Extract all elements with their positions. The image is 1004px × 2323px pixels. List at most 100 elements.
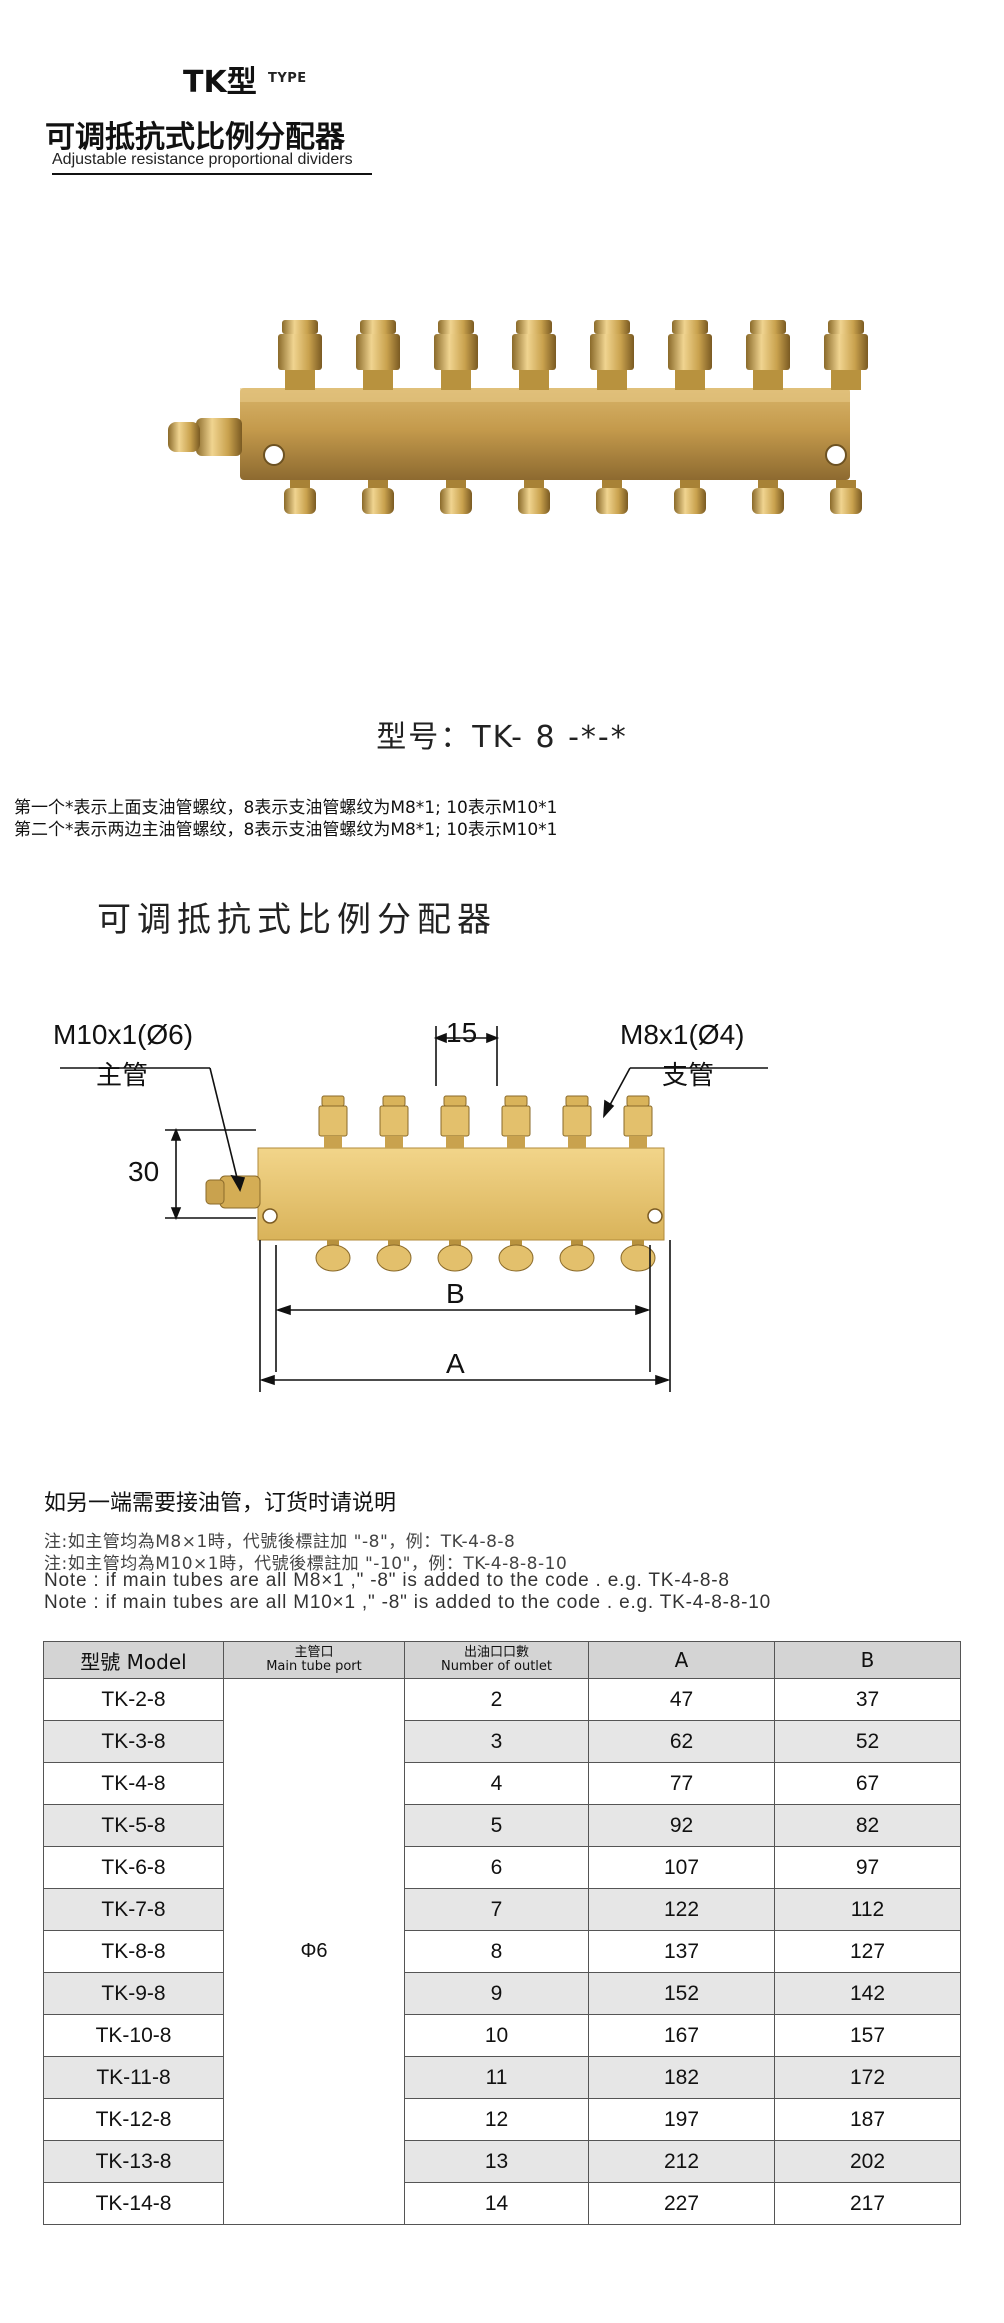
cell-outlets: 3 xyxy=(404,1720,589,1763)
cell-outlets: 14 xyxy=(404,2182,589,2225)
branch-thread-label: M8x1(Ø4) xyxy=(620,1019,745,1050)
cell-b: 97 xyxy=(774,1846,961,1889)
subtitle-underline xyxy=(52,173,372,175)
adjust-screw xyxy=(284,480,316,514)
branch-pipe-label: 支管 xyxy=(662,1061,715,1091)
cell-model: TK-14-8 xyxy=(43,2182,224,2225)
cell-main-port: Φ6 xyxy=(223,1678,405,2225)
adjust-screw xyxy=(830,480,862,514)
cell-outlets: 6 xyxy=(404,1846,589,1889)
col-header-model: 型號 Model xyxy=(43,1641,224,1679)
cell-outlets: 12 xyxy=(404,2098,589,2141)
cell-outlets: 5 xyxy=(404,1804,589,1847)
cell-model: TK-13-8 xyxy=(43,2140,224,2183)
drawing-fitting xyxy=(440,1095,470,1148)
cell-b: 187 xyxy=(774,2098,961,2141)
code-note-zh-2: 注:如主管均為M10×1時，代號後標註加 "-10"，例：TK-4-8-8-10 xyxy=(44,1554,568,1574)
dimension-a: A xyxy=(446,1348,465,1379)
cell-model: TK-5-8 xyxy=(43,1804,224,1847)
model-code: 型号：TK- 8 -*-* xyxy=(376,720,628,755)
drawing-fitting xyxy=(501,1095,531,1148)
drawing-title: 可调抵抗式比例分配器 xyxy=(97,900,497,940)
code-note-en-2: Note : if main tubes are all M10×1 ," -8… xyxy=(44,1592,771,1613)
product-subtitle: Adjustable resistance proportional divid… xyxy=(52,151,353,168)
adjust-screw xyxy=(674,480,706,514)
drawing-screw xyxy=(437,1240,473,1272)
code-note-zh-1: 注:如主管均為M8×1時，代號後標註加 "-8"，例：TK-4-8-8 xyxy=(44,1532,516,1552)
cell-b: 172 xyxy=(774,2056,961,2099)
cell-outlets: 7 xyxy=(404,1888,589,1931)
cell-outlets: 2 xyxy=(404,1678,589,1721)
cell-outlets: 13 xyxy=(404,2140,589,2183)
cell-model: TK-4-8 xyxy=(43,1762,224,1805)
main-pipe-label: 主管 xyxy=(96,1061,149,1091)
cell-b: 217 xyxy=(774,2182,961,2225)
cell-model: TK-9-8 xyxy=(43,1972,224,2015)
cell-b: 82 xyxy=(774,1804,961,1847)
drawing-screw xyxy=(620,1240,656,1272)
drawing-screw xyxy=(559,1240,595,1272)
fitting xyxy=(746,320,790,390)
cell-a: 62 xyxy=(588,1720,775,1763)
cell-model: TK-6-8 xyxy=(43,1846,224,1889)
fitting xyxy=(356,320,400,390)
fitting xyxy=(278,320,322,390)
adjust-screw xyxy=(596,480,628,514)
cell-model: TK-7-8 xyxy=(43,1888,224,1931)
type-word: TYPE xyxy=(268,71,307,86)
col-header-b: B xyxy=(774,1641,961,1679)
dimension-b: B xyxy=(446,1278,465,1309)
cell-a: 167 xyxy=(588,2014,775,2057)
note-line-2: 第二个*表示两边主油管螺纹，8表示支油管螺纹为M8*1; 10表示M10*1 xyxy=(14,820,558,840)
cell-outlets: 9 xyxy=(404,1972,589,2015)
fitting xyxy=(668,320,712,390)
cell-a: 197 xyxy=(588,2098,775,2141)
col-header-a: A xyxy=(588,1641,775,1679)
adjust-screw xyxy=(440,480,472,514)
main-thread-label: M10x1(Ø6) xyxy=(53,1019,194,1050)
code-note-en-1: Note : if main tubes are all M8×1 ," -8"… xyxy=(44,1570,730,1591)
cell-a: 107 xyxy=(588,1846,775,1889)
fitting xyxy=(824,320,868,390)
cell-b: 37 xyxy=(774,1678,961,1721)
note-line-1: 第一个*表示上面支油管螺纹，8表示支油管螺纹为M8*1; 10表示M10*1 xyxy=(14,798,558,818)
cell-b: 52 xyxy=(774,1720,961,1763)
cell-outlets: 11 xyxy=(404,2056,589,2099)
cell-a: 212 xyxy=(588,2140,775,2183)
cell-b: 142 xyxy=(774,1972,961,2015)
height-dimension: 30 xyxy=(128,1156,160,1187)
cell-b: 67 xyxy=(774,1762,961,1805)
cell-a: 92 xyxy=(588,1804,775,1847)
adjust-screw xyxy=(752,480,784,514)
cell-outlets: 4 xyxy=(404,1762,589,1805)
drawing-screw xyxy=(376,1240,412,1272)
cell-b: 202 xyxy=(774,2140,961,2183)
cell-model: TK-10-8 xyxy=(43,2014,224,2057)
pitch-dimension: 15 xyxy=(446,1017,478,1048)
drawing-fitting xyxy=(562,1095,592,1148)
cell-a: 152 xyxy=(588,1972,775,2015)
cell-model: TK-2-8 xyxy=(43,1678,224,1721)
product-photo xyxy=(168,320,868,514)
cell-a: 137 xyxy=(588,1930,775,1973)
cell-outlets: 8 xyxy=(404,1930,589,1973)
cell-a: 227 xyxy=(588,2182,775,2225)
drawing-screw xyxy=(498,1240,534,1272)
type-title: TK型 xyxy=(183,65,257,100)
fitting xyxy=(434,320,478,390)
